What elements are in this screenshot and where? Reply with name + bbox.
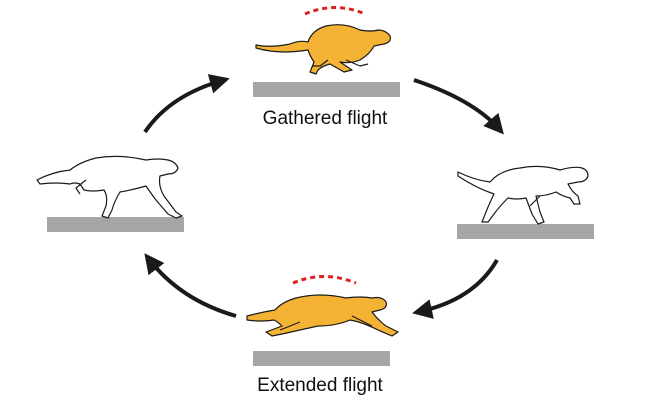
flight-arc-top xyxy=(304,6,366,16)
gathered-flight-label: Gathered flight xyxy=(262,108,388,129)
arrow-top-right xyxy=(413,78,504,135)
cheetah-extended-flight-icon xyxy=(246,294,399,337)
flight-arc-bottom xyxy=(292,275,357,285)
extended-flight-label: Extended flight xyxy=(257,375,383,396)
ground-bar-top xyxy=(253,82,400,97)
arrow-bottom-right xyxy=(412,259,499,319)
cheetah-gathered-flight-icon xyxy=(255,24,391,75)
ground-bar-bottom xyxy=(253,351,390,366)
ground-bar-left xyxy=(47,217,184,232)
cheetah-stance-left-icon xyxy=(36,155,183,219)
arrow-top-left xyxy=(143,74,230,134)
ground-bar-right xyxy=(457,224,594,239)
arrow-bottom-left xyxy=(144,253,237,318)
cheetah-stance-right-icon xyxy=(457,165,589,225)
